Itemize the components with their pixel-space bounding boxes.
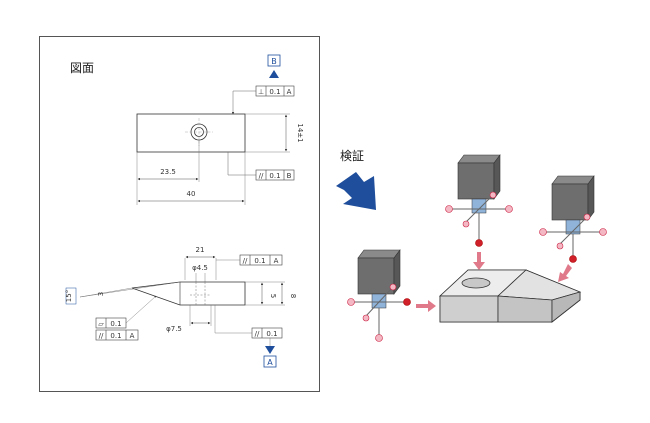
probe-middle-icon bbox=[445, 154, 513, 247]
svg-text:▱: ▱ bbox=[98, 320, 104, 328]
dim-5: 5 bbox=[269, 294, 277, 298]
probe-right-icon bbox=[539, 175, 607, 263]
datum-b-label: B bbox=[271, 57, 277, 66]
top-view: 14±1 23.5 40 bbox=[136, 113, 304, 205]
svg-text:A: A bbox=[274, 257, 279, 265]
fcf-right: // 0.1 B bbox=[227, 152, 295, 181]
transition-arrow-icon bbox=[336, 172, 376, 210]
dim-hole: φ4.5 bbox=[192, 264, 208, 272]
svg-text:0.1: 0.1 bbox=[110, 320, 121, 328]
workpiece bbox=[438, 269, 582, 323]
pointer-left-icon bbox=[416, 300, 436, 312]
svg-text:A: A bbox=[130, 332, 135, 340]
svg-text:B: B bbox=[287, 172, 292, 180]
svg-text://: // bbox=[255, 330, 260, 338]
pointer-right-icon bbox=[558, 264, 572, 282]
datum-b-flag: B bbox=[267, 54, 281, 78]
svg-text:0.1: 0.1 bbox=[110, 332, 121, 340]
svg-text://: // bbox=[259, 172, 264, 180]
dim-8: 8 bbox=[289, 294, 297, 298]
svg-text:0.1: 0.1 bbox=[269, 88, 280, 96]
datum-a-flag: A bbox=[263, 338, 277, 368]
dim-3: 3 bbox=[97, 292, 105, 296]
verify-label: 検証 bbox=[340, 149, 364, 163]
dim-width: 14±1 bbox=[296, 123, 304, 142]
side-view: 21 φ4.5 // 0.1 A 15° 3 5 8 bbox=[65, 246, 297, 368]
svg-text://: // bbox=[99, 332, 104, 340]
dim-21: 21 bbox=[196, 246, 205, 254]
svg-text:A: A bbox=[287, 88, 292, 96]
datum-a-label: A bbox=[267, 358, 273, 367]
dim-7-5: φ7.5 bbox=[166, 325, 182, 333]
fcf-top: ⊥ 0.1 A bbox=[231, 85, 295, 115]
dim-23-5: 23.5 bbox=[160, 168, 176, 176]
dim-40: 40 bbox=[187, 190, 196, 198]
svg-text://: // bbox=[243, 257, 248, 265]
svg-text:0.1: 0.1 bbox=[254, 257, 265, 265]
drawing-title: 図面 bbox=[70, 61, 94, 75]
pointer-middle-icon bbox=[473, 252, 485, 270]
svg-text:0.1: 0.1 bbox=[269, 172, 280, 180]
probe-left-icon bbox=[347, 249, 411, 342]
dim-angle: 15° bbox=[65, 290, 73, 302]
svg-text:⊥: ⊥ bbox=[258, 88, 264, 96]
svg-text:0.1: 0.1 bbox=[266, 330, 277, 338]
